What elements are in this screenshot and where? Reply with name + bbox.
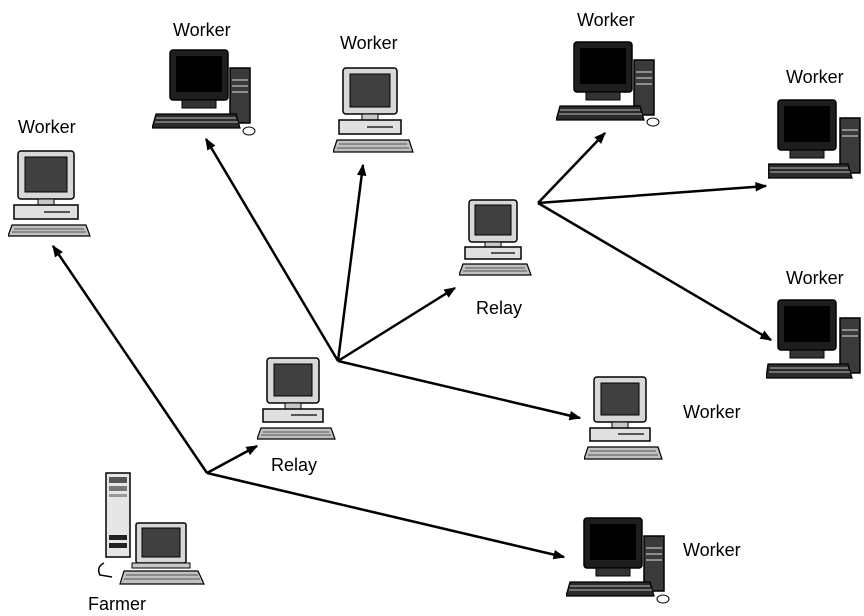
edge-relay-2-worker-7	[337, 359, 580, 418]
edge-relay-1-worker-5	[537, 186, 766, 205]
farmer-computer-icon	[92, 467, 210, 587]
edge-relay-2-worker-3	[336, 165, 363, 362]
worker-6-label: Worker	[786, 268, 844, 288]
edge-relay-2-worker-2	[204, 139, 340, 362]
relay-1-label: Relay	[476, 298, 523, 318]
worker-6-computer-icon	[766, 298, 864, 384]
worker-5-computer-icon	[768, 98, 864, 186]
edge-farmer-worker-8	[206, 471, 564, 557]
worker-2-label: Worker	[173, 20, 231, 40]
edge-farmer-relay-2	[206, 444, 257, 475]
worker-7-computer-icon	[584, 374, 664, 464]
relay-2-label: Relay	[271, 455, 318, 475]
worker-8-computer-icon	[566, 516, 674, 608]
worker-1-label: Worker	[18, 117, 76, 137]
worker-4-label: Worker	[577, 10, 635, 30]
worker-7-label: Worker	[683, 402, 741, 422]
edge-relay-2-relay-1	[337, 286, 455, 363]
worker-8-label: Worker	[683, 540, 741, 560]
worker-5-label: Worker	[786, 67, 844, 87]
relay-1-computer-icon	[459, 197, 533, 279]
edge-relay-1-worker-6	[537, 201, 771, 342]
worker-1-computer-icon	[8, 148, 92, 240]
worker-3-computer-icon	[333, 65, 415, 157]
edge-farmer-worker-1	[51, 246, 209, 474]
edge-relay-1-worker-4	[537, 133, 605, 204]
worker-4-computer-icon	[556, 40, 664, 130]
worker-2-computer-icon	[152, 48, 260, 140]
relay-2-computer-icon	[257, 355, 337, 443]
worker-3-label: Worker	[340, 33, 398, 53]
farmer-label: Farmer	[88, 594, 146, 614]
